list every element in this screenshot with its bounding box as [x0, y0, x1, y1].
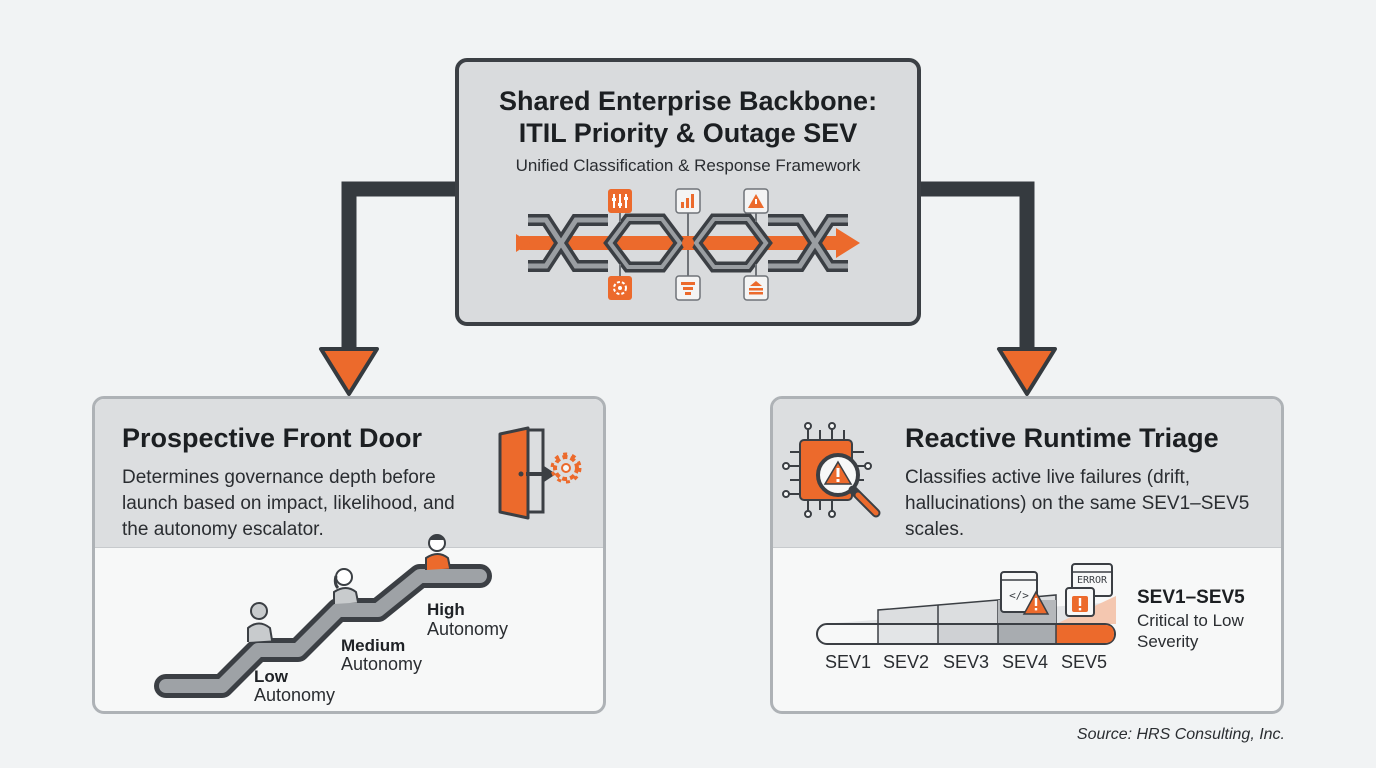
code-window-icon: </> — [1000, 571, 1050, 615]
left-arrowhead — [319, 347, 379, 396]
left-connector-line — [341, 181, 460, 352]
sev2-label: SEV2 — [883, 652, 930, 672]
front-door-description: Determines governance depth before launc… — [122, 467, 455, 540]
bar-chart-icon — [675, 188, 701, 214]
person-high-icon — [425, 534, 458, 570]
right-connector-line — [916, 181, 1035, 352]
person-low-icon — [247, 602, 280, 642]
high-autonomy-label: High — [427, 600, 465, 619]
source-caption: Source: HRS Consulting, Inc. — [1076, 726, 1285, 743]
sev5-label: SEV5 — [1061, 652, 1108, 672]
sev3-label: SEV3 — [943, 652, 990, 672]
high-autonomy-sub: Autonomy — [427, 619, 509, 639]
scale-subtitle: Critical to Low Severity — [1137, 611, 1244, 651]
right-arrowhead — [997, 347, 1057, 396]
sev1-label: SEV1 — [825, 652, 872, 672]
backbone-title-line2: ITIL Priority & Outage SEV — [518, 118, 858, 148]
medium-autonomy-label: Medium — [341, 636, 406, 655]
triage-description: Classifies active live failures (drift, … — [905, 467, 1250, 540]
person-medium-icon — [333, 568, 366, 604]
error-window-icon — [1065, 563, 1113, 617]
low-autonomy-sub: Autonomy — [254, 685, 336, 705]
warning-icon — [743, 188, 769, 214]
error-window-label: ERROR — [1076, 575, 1108, 586]
sliders-icon — [608, 189, 632, 213]
triage-card: Reactive Runtime Triage Classifies activ… — [770, 396, 1284, 714]
gear-cluster-icon — [608, 276, 632, 300]
backbone-card: Shared Enterprise Backbone: ITIL Priorit… — [455, 58, 921, 326]
server-stack-icon — [743, 275, 769, 301]
svg-text:</>: </> — [1009, 589, 1029, 602]
medium-autonomy-sub: Autonomy — [341, 654, 423, 674]
front-door-title: Prospective Front Door — [122, 423, 423, 453]
triage-title: Reactive Runtime Triage — [905, 423, 1219, 453]
backbone-title-line1: Shared Enterprise Backbone: — [498, 86, 878, 116]
filter-funnel-icon — [675, 275, 701, 301]
scale-title: SEV1–SEV5 — [1137, 587, 1245, 608]
low-autonomy-label: Low — [254, 667, 288, 686]
backbone-subtitle: Unified Classification & Response Framew… — [515, 156, 861, 175]
sev4-label: SEV4 — [1002, 652, 1049, 672]
